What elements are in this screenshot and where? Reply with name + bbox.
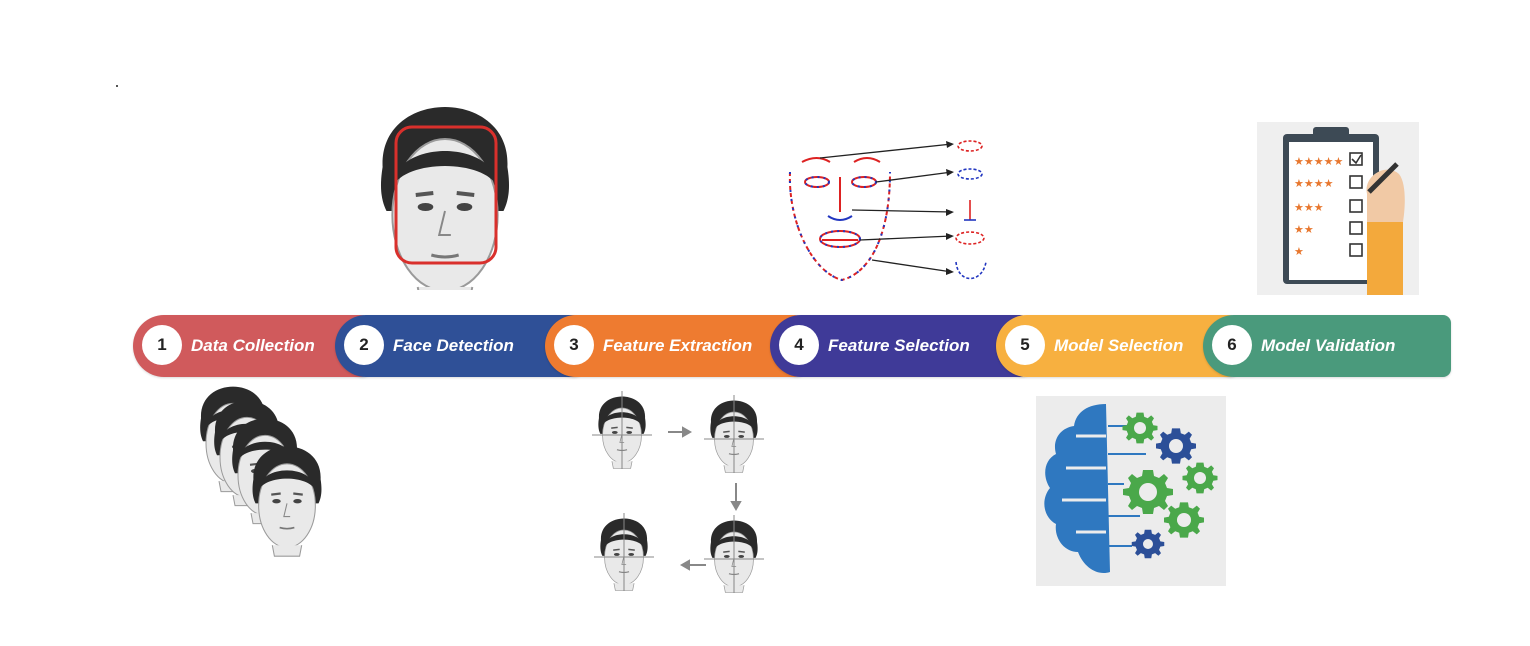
stage-feature-extraction: 3 Feature Extraction bbox=[545, 315, 807, 377]
stage-model-selection: 5 Model Selection bbox=[996, 315, 1241, 377]
svg-text:★★★: ★★★ bbox=[1294, 201, 1324, 214]
stage-number: 5 bbox=[1005, 325, 1045, 365]
stage-number: 3 bbox=[554, 325, 594, 365]
model-selection-illustration bbox=[1036, 396, 1226, 586]
stage-number: 2 bbox=[344, 325, 384, 365]
detection-box bbox=[394, 125, 498, 265]
stage-data-collection: 1 Data Collection bbox=[133, 315, 373, 377]
stage-face-detection: 2 Face Detection bbox=[335, 315, 585, 377]
model-validation-illustration: ★★★★★ ★★★★ ★★★ ★★ ★ bbox=[1257, 122, 1419, 295]
stage-label: Data Collection bbox=[191, 336, 315, 355]
stray-dot bbox=[116, 85, 118, 87]
stage-label: Face Detection bbox=[393, 336, 514, 355]
stage-number: 1 bbox=[142, 325, 182, 365]
face-detection-illustration bbox=[378, 105, 512, 290]
stage-label: Model Validation bbox=[1261, 336, 1396, 355]
stage-model-validation: 6 Model Validation bbox=[1203, 315, 1451, 377]
stage-label: Feature Selection bbox=[828, 336, 970, 355]
svg-text:★★: ★★ bbox=[1294, 223, 1314, 236]
stage-feature-selection: 4 Feature Selection bbox=[770, 315, 1032, 377]
stage-label: Model Selection bbox=[1054, 336, 1184, 355]
svg-text:★★★★★: ★★★★★ bbox=[1294, 155, 1343, 168]
feature-selection-illustration bbox=[788, 140, 987, 282]
svg-text:★: ★ bbox=[1294, 245, 1304, 258]
stage-label: Feature Extraction bbox=[603, 336, 753, 355]
stage-number: 6 bbox=[1212, 325, 1252, 365]
data-collection-illustration bbox=[199, 385, 323, 558]
feature-extraction-illustration bbox=[592, 391, 764, 594]
svg-text:★★★★: ★★★★ bbox=[1294, 177, 1334, 190]
stage-number: 4 bbox=[779, 325, 819, 365]
